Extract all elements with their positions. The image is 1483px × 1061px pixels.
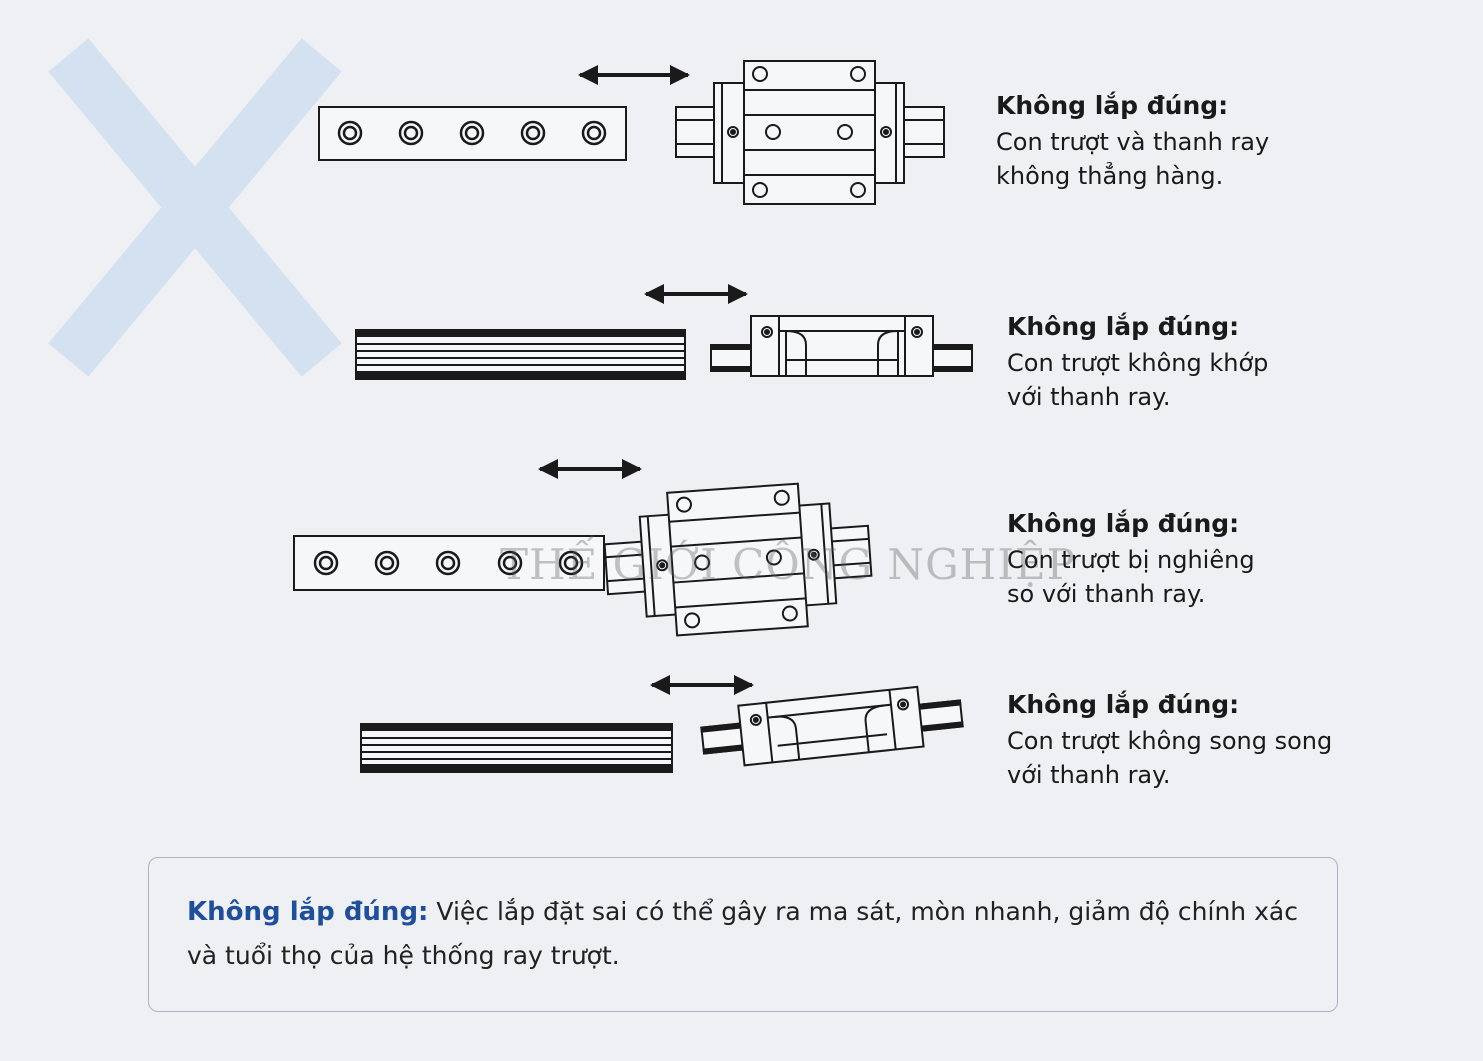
rail-top-view-1 xyxy=(318,106,627,161)
rail-side-view-4 xyxy=(360,723,673,773)
carriage-block-2 xyxy=(710,315,973,377)
cross-icon xyxy=(48,38,342,377)
label-line: so với thanh ray. xyxy=(1007,580,1206,608)
label-mismatched: Không lắp đúng: Con trượt không khớp với… xyxy=(1007,308,1268,414)
rail-side-view-2 xyxy=(355,329,686,380)
carriage-block-1 xyxy=(675,60,945,205)
label-title: Không lắp đúng: xyxy=(1007,690,1240,719)
note-label: Không lắp đúng: xyxy=(187,897,429,927)
label-line: Con trượt bị nghiêng xyxy=(1007,546,1255,574)
label-line: Con trượt không song song xyxy=(1007,727,1333,755)
label-title: Không lắp đúng: xyxy=(996,91,1229,120)
label-misaligned: Không lắp đúng: Con trượt và thanh ray k… xyxy=(996,87,1269,193)
note-box: Không lắp đúng: Việc lắp đặt sai có thể … xyxy=(148,857,1338,1012)
label-line: với thanh ray. xyxy=(1007,761,1171,789)
note-line-2: và tuổi thọ của hệ thống ray trượt. xyxy=(187,941,620,970)
note-text: Việc lắp đặt sai có thể gây ra ma sát, m… xyxy=(428,897,1298,926)
label-not-parallel: Không lắp đúng: Con trượt không song son… xyxy=(1007,686,1332,792)
label-line: Con trượt và thanh ray xyxy=(996,128,1270,156)
note-line-1: Không lắp đúng: Việc lắp đặt sai có thể … xyxy=(187,890,1299,934)
label-title: Không lắp đúng: xyxy=(1007,312,1240,341)
label-line: không thẳng hàng. xyxy=(996,162,1224,190)
carriage-block-4 xyxy=(700,685,964,767)
carriage-block-3 xyxy=(603,482,873,637)
label-line: với thanh ray. xyxy=(1007,383,1171,411)
label-tilted: Không lắp đúng: Con trượt bị nghiêng so … xyxy=(1007,505,1255,611)
watermark: THẾ GIỚI CÔNG NGHIỆP xyxy=(500,540,1076,589)
label-title: Không lắp đúng: xyxy=(1007,509,1240,538)
rail-top-view-3 xyxy=(293,535,605,591)
label-line: Con trượt không khớp xyxy=(1007,349,1269,377)
